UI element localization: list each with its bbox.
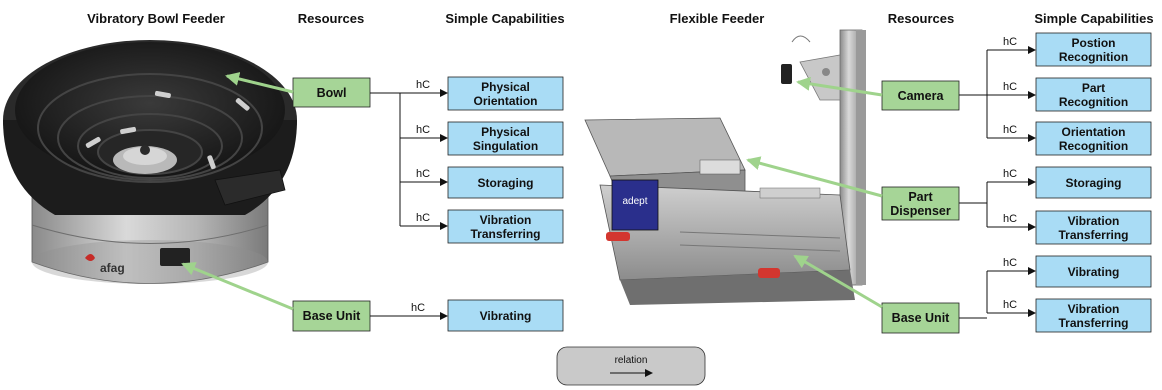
resource-base-unit-right [881,302,960,334]
hc-label: hC [411,302,425,314]
hc-label: hC [1003,213,1017,225]
capability-position-recognition [1035,32,1152,67]
capability-vibrating-right-label: Vibrating [1068,265,1120,279]
hc-label: hC [1003,168,1017,180]
capability-storaging-right [1035,166,1152,199]
capability-part-recognition-line1: Part [1082,81,1105,95]
camera-capability-tree [959,46,1036,142]
bowl-pointer-arrow [225,72,294,94]
header-flexible-feeder: Flexible Feeder [670,11,765,26]
flexible-feeder-image: adept [584,29,866,305]
capability-part-recognition-line2: Recognition [1059,95,1128,109]
capability-vibration-transferring-right-1 [1035,210,1152,245]
hc-label: hC [416,168,430,180]
capability-orientation-recognition [1035,121,1152,156]
header-resources-left: Resources [298,11,364,26]
capability-position-recognition-line2: Recognition [1059,50,1128,64]
hc-label: hC [1003,36,1017,48]
capability-vibration-transferring-right-2-line2: Transferring [1058,316,1128,330]
capability-vibration-transferring-right-1-line1: Vibration [1068,214,1120,228]
hc-label: hC [1003,124,1017,136]
legend-box [556,346,706,386]
adept-brand-text: adept [622,196,647,207]
capability-physical-singulation-line2: Singulation [473,139,538,153]
camera-pointer-arrow [796,76,883,97]
capability-position-recognition-line1: Postion [1072,36,1116,50]
legend: relation [556,346,706,386]
hc-label: hC [416,79,430,91]
hc-label: hC [416,212,430,224]
afag-brand-text: afag [100,261,125,275]
hc-label: hC [1003,257,1017,269]
capability-storaging-left [447,166,564,199]
capability-storaging-right-label: Storaging [1066,176,1122,190]
capability-physical-orientation [447,76,564,111]
vibratory-bowl-feeder-image: afag [3,40,297,284]
resource-bowl [292,77,371,108]
hc-label: hC [1003,299,1017,311]
resource-camera-label: Camera [898,89,945,103]
hc-label: hC [416,124,430,136]
capability-storaging-left-label: Storaging [478,176,534,190]
base-unit-left-pointer-arrow [181,262,294,311]
capability-vibrating-left-label: Vibrating [480,309,532,323]
bowl-capability-tree [370,89,448,230]
capability-physical-singulation-line1: Physical [481,125,530,139]
resource-base-unit-right-label: Base Unit [892,311,950,325]
capability-physical-singulation [447,121,564,156]
part-dispenser-pointer-arrow [746,156,883,198]
resource-part-dispenser-line1: Part [908,190,933,204]
hc-label: hC [1003,81,1017,93]
capability-vibration-transferring-left-line1: Vibration [480,213,532,227]
resource-base-unit-left-label: Base Unit [303,309,361,323]
capability-physical-orientation-line2: Orientation [473,94,537,108]
resource-bowl-label: Bowl [317,86,347,100]
base-unit-right-pointer-arrow [793,254,883,309]
part-dispenser-capability-tree [959,178,1036,231]
resource-base-unit-left [292,300,371,332]
resource-part-dispenser [881,186,960,221]
capability-part-recognition [1035,77,1152,112]
capability-physical-orientation-line1: Physical [481,80,530,94]
header-simple-capabilities-right: Simple Capabilities [1034,11,1153,26]
capability-vibrating-right [1035,255,1152,288]
header-resources-right: Resources [888,11,954,26]
capability-orientation-recognition-line2: Recognition [1059,139,1128,153]
capability-vibration-transferring-right-1-line2: Transferring [1058,228,1128,242]
resource-part-dispenser-line2: Dispenser [890,204,951,218]
capability-vibration-transferring-left-line2: Transferring [470,227,540,241]
legend-relation-label: relation [615,355,648,366]
base-unit-right-capability-tree [959,267,1036,319]
header-simple-capabilities-left: Simple Capabilities [445,11,564,26]
capability-vibrating-left [447,299,564,332]
header-vibratory-bowl-feeder: Vibratory Bowl Feeder [87,11,225,26]
capability-orientation-recognition-line1: Orientation [1061,125,1125,139]
capability-vibration-transferring-left [447,209,564,244]
capability-vibration-transferring-right-2 [1035,298,1152,333]
capability-vibration-transferring-right-2-line1: Vibration [1068,302,1120,316]
